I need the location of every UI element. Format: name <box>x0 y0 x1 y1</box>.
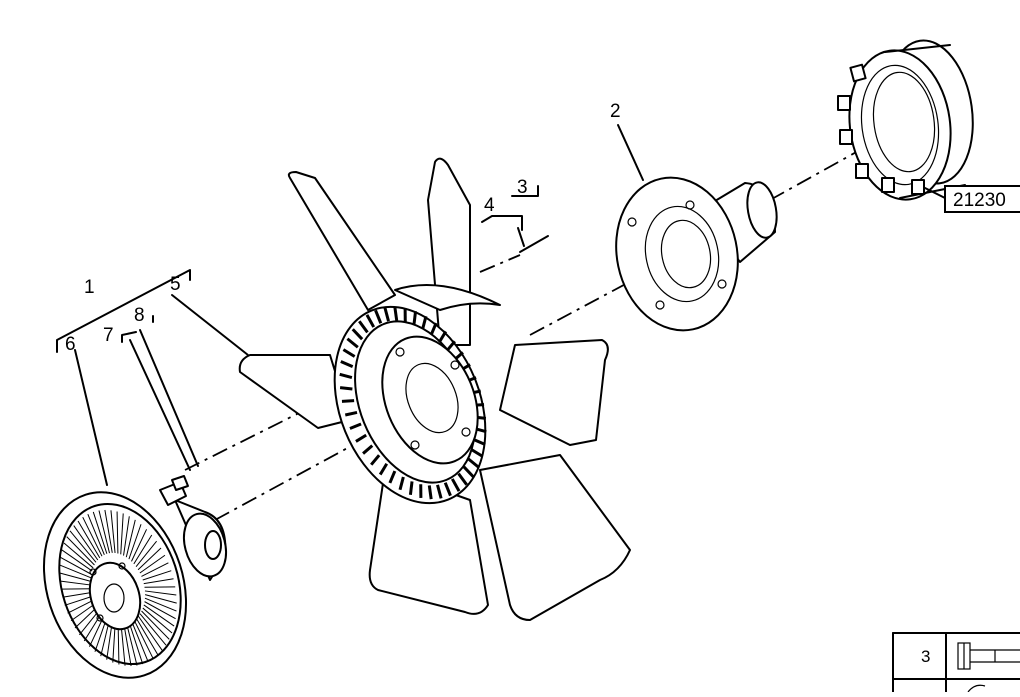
callout-6: 6 <box>65 334 76 355</box>
washer-icon <box>968 685 985 692</box>
flange-hub-part <box>602 166 780 342</box>
callout-3: 3 <box>517 177 528 198</box>
callout-1: 1 <box>84 277 95 298</box>
reference-number: 21230 <box>953 190 1006 211</box>
bolt-icon <box>958 643 1020 669</box>
viscous-coupling-part <box>21 474 233 692</box>
fan-hub-ring <box>307 284 513 526</box>
callout-7: 7 <box>103 325 114 346</box>
callout-2: 2 <box>610 101 621 122</box>
sleeve-ring-part <box>838 35 982 206</box>
callout-4: 4 <box>484 195 495 216</box>
legend-table: 3 <box>893 633 1020 692</box>
callout-5: 5 <box>170 274 181 295</box>
callout-8: 8 <box>134 305 145 326</box>
reference-label-box: 21230 <box>945 186 1020 212</box>
legend-row-number: 3 <box>921 647 930 666</box>
